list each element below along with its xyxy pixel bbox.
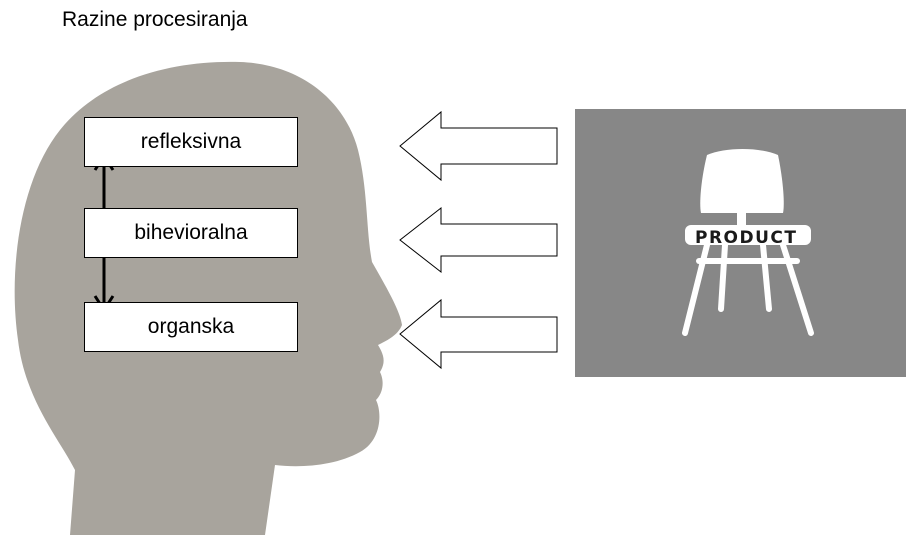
level-reflective-box: refleksivna xyxy=(84,117,298,167)
level-label: organska xyxy=(147,315,235,338)
level-behavioral-box: bihevioralna xyxy=(84,208,298,258)
product-label: PRODUCT xyxy=(695,228,798,248)
level-label: bihevioralna xyxy=(134,221,248,244)
product-panel xyxy=(575,109,906,377)
chair-icon xyxy=(682,149,814,336)
arrow-left-icon xyxy=(399,110,558,182)
level-label: refleksivna xyxy=(140,130,242,153)
arrow-left-icon xyxy=(399,298,558,370)
page-title: Razine procesiranja xyxy=(62,8,248,31)
level-visceral-box: organska xyxy=(84,302,298,352)
head-silhouette-icon xyxy=(14,61,402,535)
arrow-left-icon xyxy=(399,206,558,274)
